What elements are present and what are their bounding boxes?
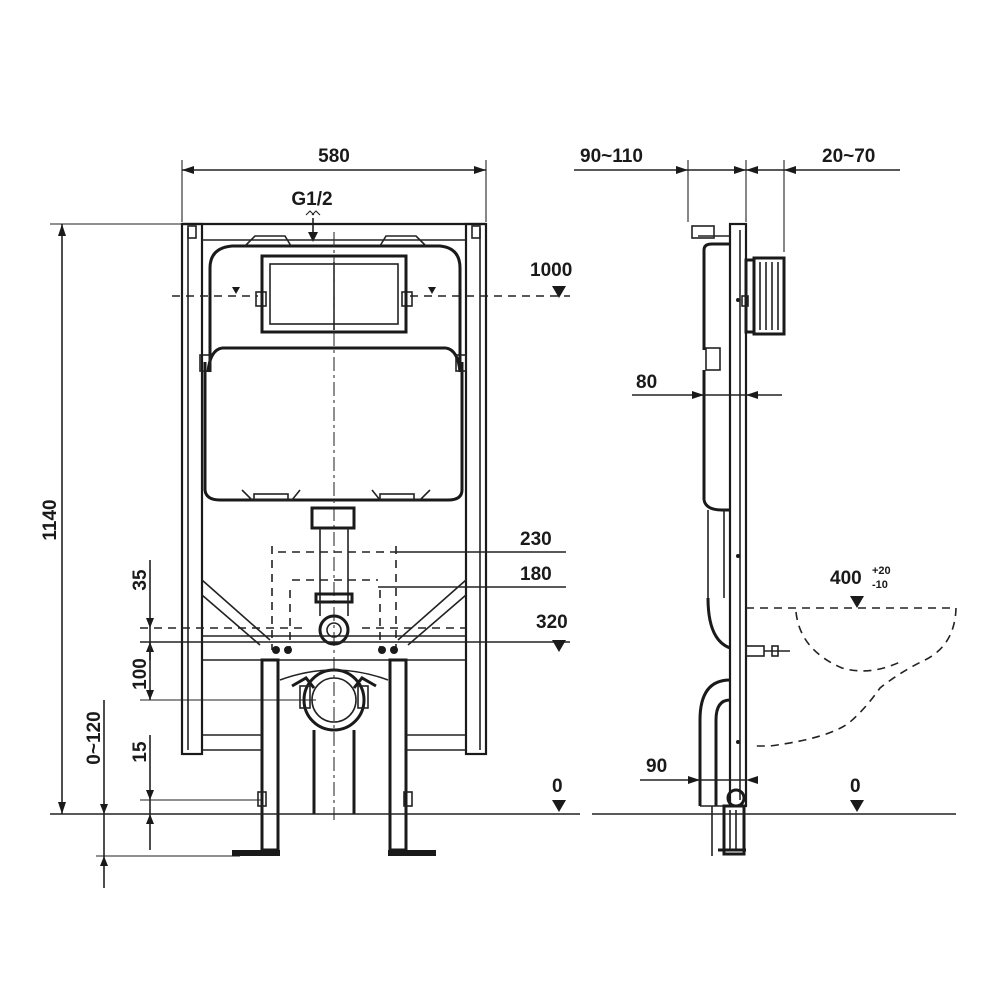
dim-230-180: 230 180 [271, 529, 566, 650]
bowl-height: 400 +20 -10 [746, 565, 956, 609]
depth-range-label: 90~110 [580, 146, 643, 167]
mounting-bar: 320 [140, 612, 570, 661]
flush-connector [741, 256, 786, 336]
depth-dimensions: 90~110 20~70 [574, 146, 900, 252]
side-frame [691, 222, 748, 808]
left-dimensions: 35 100 15 0~120 [84, 560, 316, 888]
width-label: 580 [318, 146, 350, 167]
base-depth-dimension: 90 [640, 756, 758, 784]
adjust-range-label: 0~120 [84, 711, 105, 764]
bowl-height-label: 400 [830, 568, 862, 589]
cistern [199, 235, 467, 502]
floor-level-front-label: 0 [552, 776, 563, 797]
height-label: 1140 [40, 499, 61, 540]
bowl-tol-plus-label: +20 [872, 565, 891, 577]
floor-front: 0 [50, 776, 580, 815]
base-depth-label: 90 [646, 756, 667, 777]
dim-35-label: 35 [130, 569, 151, 591]
dim-180-label: 180 [520, 564, 552, 585]
bowl-tol-minus-label: -10 [872, 579, 888, 591]
dim-320-label: 320 [536, 612, 568, 633]
flush-level-1000: 1000 [172, 260, 572, 298]
wall-range-label: 20~70 [822, 146, 875, 167]
dim-230-label: 230 [520, 529, 552, 550]
toilet-bowl-outline [745, 607, 957, 747]
floor-level-side-label: 0 [850, 776, 861, 797]
frame-depth-label: 80 [636, 372, 657, 393]
frame-depth-dimension: 80 [632, 372, 782, 399]
front-view: 580 G1/2 1140 [40, 146, 580, 888]
width-dimension: 580 [181, 146, 487, 222]
side-view: 90~110 20~70 [574, 146, 957, 856]
frame-legs [202, 658, 466, 856]
flush-level-label: 1000 [530, 260, 572, 281]
water-inlet: G1/2 [291, 189, 333, 242]
floor-side: 0 [592, 776, 956, 815]
flush-pipe [310, 506, 356, 646]
water-inlet-label: G1/2 [291, 189, 332, 210]
drain-elbow [279, 668, 389, 814]
side-leg [711, 804, 746, 856]
dim-100-label: 100 [130, 658, 151, 690]
height-dimension: 1140 [40, 223, 182, 814]
dim-15-label: 15 [130, 741, 151, 763]
